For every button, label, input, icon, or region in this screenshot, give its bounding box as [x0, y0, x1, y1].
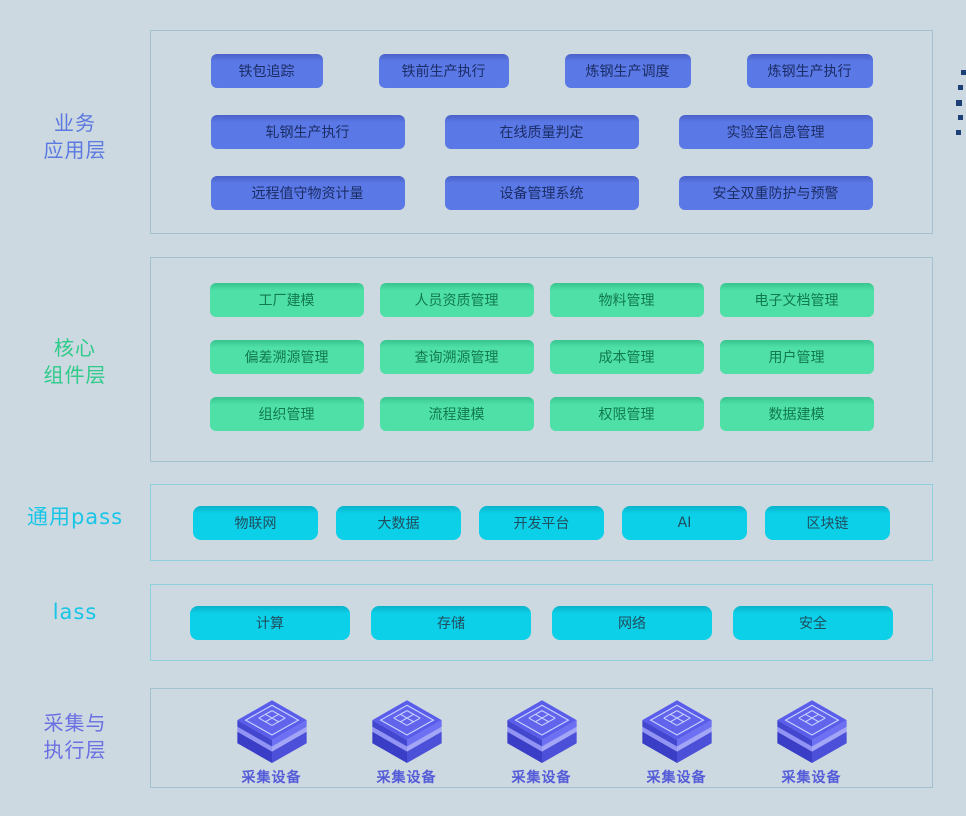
- collection-device: 采集设备: [204, 697, 339, 787]
- layer-label-line: 通用pass: [26, 505, 124, 529]
- core-row-1: 工厂建模 人员资质管理 物料管理 电子文档管理: [151, 283, 932, 317]
- panel-core-components-layer: 工厂建模 人员资质管理 物料管理 电子文档管理 偏差溯源管理 查询溯源管理 成本…: [150, 257, 933, 462]
- layer-label-line: 采集与: [43, 711, 107, 735]
- layer-label-line: 应用层: [43, 138, 107, 162]
- chip-organization-management: 组织管理: [209, 397, 364, 431]
- layer-label-line: lass: [52, 600, 98, 624]
- edge-mark-icon: [956, 130, 961, 135]
- collection-device: 采集设备: [609, 697, 744, 787]
- layer-label-line: 执行层: [43, 738, 107, 762]
- chip-cost-management: 成本管理: [549, 340, 704, 374]
- collection-device-label: 采集设备: [781, 770, 842, 786]
- chip-steelmaking-production-scheduling: 炼钢生产调度: [564, 54, 691, 88]
- business-row-2: 轧钢生产执行 在线质量判定 实验室信息管理: [151, 115, 932, 149]
- chip-factory-modeling: 工厂建模: [209, 283, 364, 317]
- collection-device-label: 采集设备: [646, 770, 707, 786]
- chip-big-data: 大数据: [336, 506, 461, 540]
- chip-online-quality-judgment: 在线质量判定: [444, 115, 639, 149]
- chip-user-management: 用户管理: [719, 340, 874, 374]
- business-row-3: 远程值守物资计量 设备管理系统 安全双重防护与预警: [151, 176, 932, 210]
- edge-mark-icon: [956, 100, 962, 106]
- chip-ai: AI: [622, 506, 747, 540]
- collection-device: 采集设备: [339, 697, 474, 787]
- layer-label-iaas: lass: [0, 599, 150, 626]
- layer-label-line: 业务: [54, 111, 96, 135]
- panel-business-application-layer: 铁包追踪 铁前生产执行 炼钢生产调度 炼钢生产执行 轧钢生产执行 在线质量判定 …: [150, 30, 933, 234]
- collection-device-cube-icon: [776, 700, 847, 763]
- layer-label-line: 组件层: [43, 363, 107, 387]
- core-row-2: 偏差溯源管理 查询溯源管理 成本管理 用户管理: [151, 340, 932, 374]
- chip-material-management: 物料管理: [549, 283, 704, 317]
- chip-process-modeling: 流程建模: [379, 397, 534, 431]
- chip-steelmaking-production-execution: 炼钢生产执行: [746, 54, 873, 88]
- chip-iot: 物联网: [193, 506, 318, 540]
- collection-device-label: 采集设备: [241, 770, 302, 786]
- edge-mark-icon: [961, 70, 966, 75]
- edge-mark-icon: [958, 115, 963, 120]
- layer-label-line: 核心: [54, 336, 96, 360]
- panel-iaas-layer: 计算 存储 网络 安全: [150, 584, 933, 661]
- chip-security: 安全: [733, 606, 893, 640]
- collection-device-cube-icon: [236, 700, 307, 763]
- collection-device-cube-icon: [371, 700, 442, 763]
- chip-ladle-tracking: 铁包追踪: [210, 54, 323, 88]
- chip-permission-management: 权限管理: [549, 397, 704, 431]
- panel-common-paas-layer: 物联网 大数据 开发平台 AI 区块链: [150, 484, 933, 561]
- chip-equipment-management-system: 设备管理系统: [444, 176, 639, 210]
- layer-label-paas: 通用pass: [0, 504, 150, 531]
- chip-dual-safety-protection-warning: 安全双重防护与预警: [678, 176, 873, 210]
- chip-deviation-traceability-management: 偏差溯源管理: [209, 340, 364, 374]
- collection-device-cube-icon: [641, 700, 712, 763]
- chip-ironmaking-production-execution: 铁前生产执行: [378, 54, 509, 88]
- chip-edocument-management: 电子文档管理: [719, 283, 874, 317]
- collection-device-label: 采集设备: [376, 770, 437, 786]
- layer-label-edge: 采集与 执行层: [0, 710, 150, 764]
- chip-remote-material-metering: 远程值守物资计量: [210, 176, 405, 210]
- iaas-row: 计算 存储 网络 安全: [151, 606, 932, 640]
- paas-row: 物联网 大数据 开发平台 AI 区块链: [151, 506, 932, 540]
- business-row-1: 铁包追踪 铁前生产执行 炼钢生产调度 炼钢生产执行: [151, 54, 932, 88]
- chip-dev-platform: 开发平台: [479, 506, 604, 540]
- collection-device-cube-icon: [506, 700, 577, 763]
- chip-blockchain: 区块链: [765, 506, 890, 540]
- panel-collection-execution-layer: 采集设备 采集设备: [150, 688, 933, 788]
- collection-device: 采集设备: [474, 697, 609, 787]
- chip-compute: 计算: [190, 606, 350, 640]
- layer-label-business: 业务 应用层: [0, 110, 150, 164]
- chip-lab-information-management: 实验室信息管理: [678, 115, 873, 149]
- layer-label-core: 核心 组件层: [0, 335, 150, 389]
- chip-query-traceability-management: 查询溯源管理: [379, 340, 534, 374]
- collection-device-label: 采集设备: [511, 770, 572, 786]
- chip-storage: 存储: [371, 606, 531, 640]
- core-row-3: 组织管理 流程建模 权限管理 数据建模: [151, 397, 932, 431]
- chip-personnel-qualification-management: 人员资质管理: [379, 283, 534, 317]
- chip-data-modeling: 数据建模: [719, 397, 874, 431]
- edge-mark-icon: [958, 85, 963, 90]
- chip-network: 网络: [552, 606, 712, 640]
- collection-device: 采集设备: [744, 697, 879, 787]
- chip-rolling-production-execution: 轧钢生产执行: [210, 115, 405, 149]
